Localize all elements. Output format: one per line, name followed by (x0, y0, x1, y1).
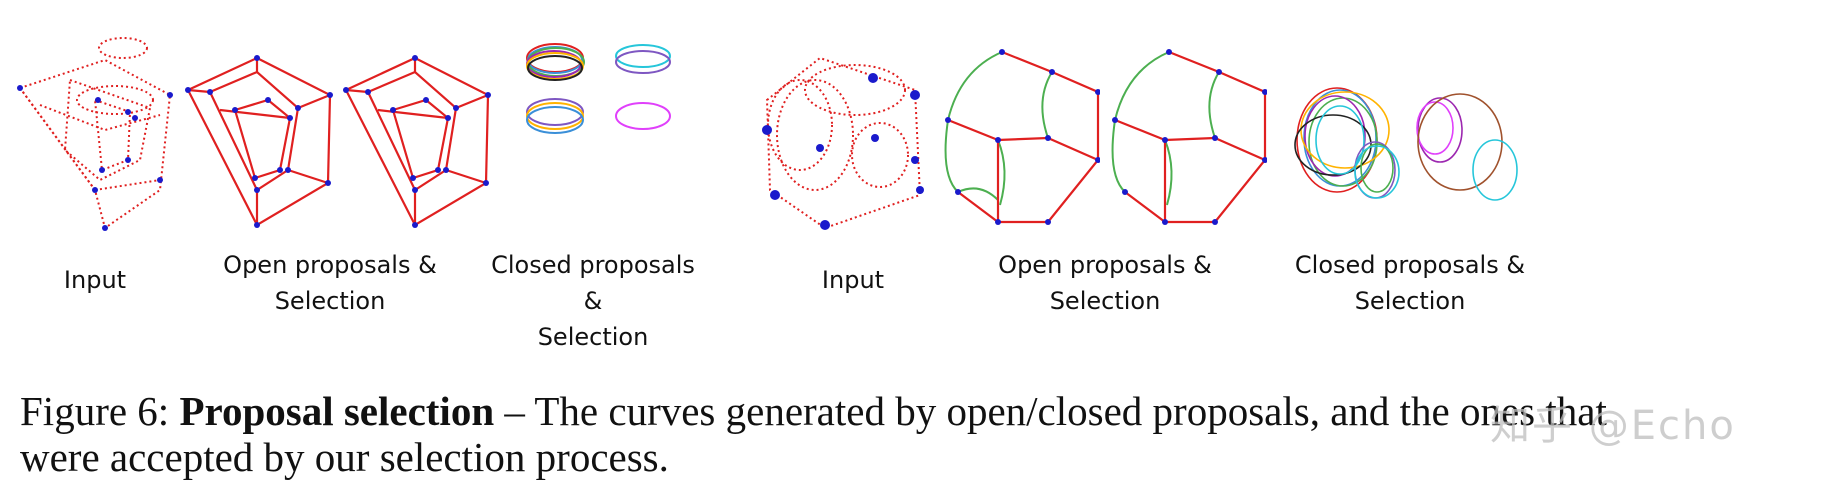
left-open-label: Open proposals & Selection (205, 247, 455, 319)
left-open-label-line2: Selection (274, 287, 386, 315)
caption-bold-title: Proposal selection (179, 388, 495, 434)
left-open-label-line1: Open proposals & (223, 251, 437, 279)
input-pointcloud-1 (10, 0, 180, 240)
caption-line2: were accepted by our selection process. (20, 434, 669, 480)
closed-proposals-1 (515, 0, 685, 240)
figure-caption: Figure 6: Proposal selection – The curve… (20, 388, 1830, 480)
left-closed-label-line1: Closed proposals & (491, 251, 695, 315)
open-proposals-2 (940, 0, 1100, 240)
open-proposals-1-selection (338, 0, 498, 240)
left-input-label: Input (20, 262, 170, 298)
left-input-label-text: Input (63, 266, 127, 294)
hexwire-2a-svg (944, 49, 1100, 225)
closed-proposals-2 (1285, 0, 1535, 240)
pointcloud-1-svg (17, 37, 173, 231)
right-closed-label-line2: Selection (1354, 287, 1466, 315)
right-closed-label: Closed proposals & Selection (1290, 247, 1530, 319)
right-open-label: Open proposals & Selection (980, 247, 1230, 319)
right-closed-label-line1: Closed proposals & (1294, 251, 1526, 279)
right-open-label-line2: Selection (1049, 287, 1161, 315)
rings-1-svg (526, 43, 671, 134)
rings-2-svg (1294, 87, 1518, 201)
right-input-label-text: Input (821, 266, 885, 294)
caption-prefix: Figure 6: (20, 388, 180, 434)
wireframe-1a-svg (185, 55, 333, 228)
left-closed-label: Closed proposals & Selection (478, 247, 708, 355)
wireframe-1b-svg (343, 55, 491, 228)
pointcloud-2-svg (762, 56, 924, 230)
right-open-label-line1: Open proposals & (998, 251, 1212, 279)
open-proposals-2-selection (1107, 0, 1267, 240)
watermark: 知乎 @Echo (1490, 403, 1736, 449)
left-closed-label-line2: Selection (537, 323, 649, 351)
hexwire-2b-svg (1111, 49, 1267, 225)
caption-rest: – The curves generated by open/closed pr… (494, 388, 1607, 434)
caption-line1: Figure 6: Proposal selection – The curve… (20, 388, 1830, 434)
input-pointcloud-2 (755, 0, 935, 240)
right-input-label: Input (778, 262, 928, 298)
open-proposals-1 (180, 0, 340, 240)
